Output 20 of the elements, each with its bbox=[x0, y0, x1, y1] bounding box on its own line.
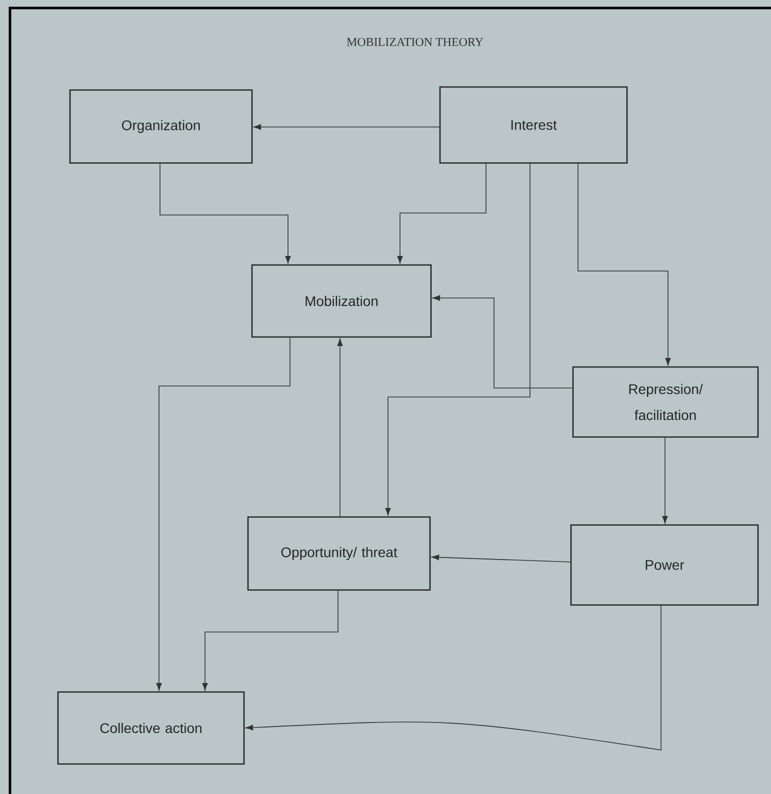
arrow bbox=[578, 162, 671, 366]
box: Interest bbox=[439, 86, 628, 164]
arrow bbox=[662, 436, 668, 524]
arrow bbox=[432, 295, 574, 388]
arrow bbox=[160, 162, 291, 264]
box: Opportunity/ threat bbox=[247, 516, 431, 591]
arrow bbox=[337, 338, 343, 518]
arrow bbox=[202, 590, 338, 691]
box: Repression/ facilitation bbox=[572, 366, 759, 438]
box: Mobilization bbox=[251, 264, 432, 338]
arrow bbox=[385, 162, 530, 516]
arrow bbox=[245, 604, 662, 750]
arrow bbox=[156, 336, 290, 691]
box: Collective action bbox=[57, 691, 245, 765]
arrow bbox=[397, 162, 486, 264]
box: Organization bbox=[69, 89, 253, 164]
box: Power bbox=[570, 524, 759, 606]
arrow bbox=[431, 554, 572, 562]
page-title: MOBILIZATION THEORY bbox=[346, 38, 484, 46]
arrow bbox=[253, 124, 440, 130]
